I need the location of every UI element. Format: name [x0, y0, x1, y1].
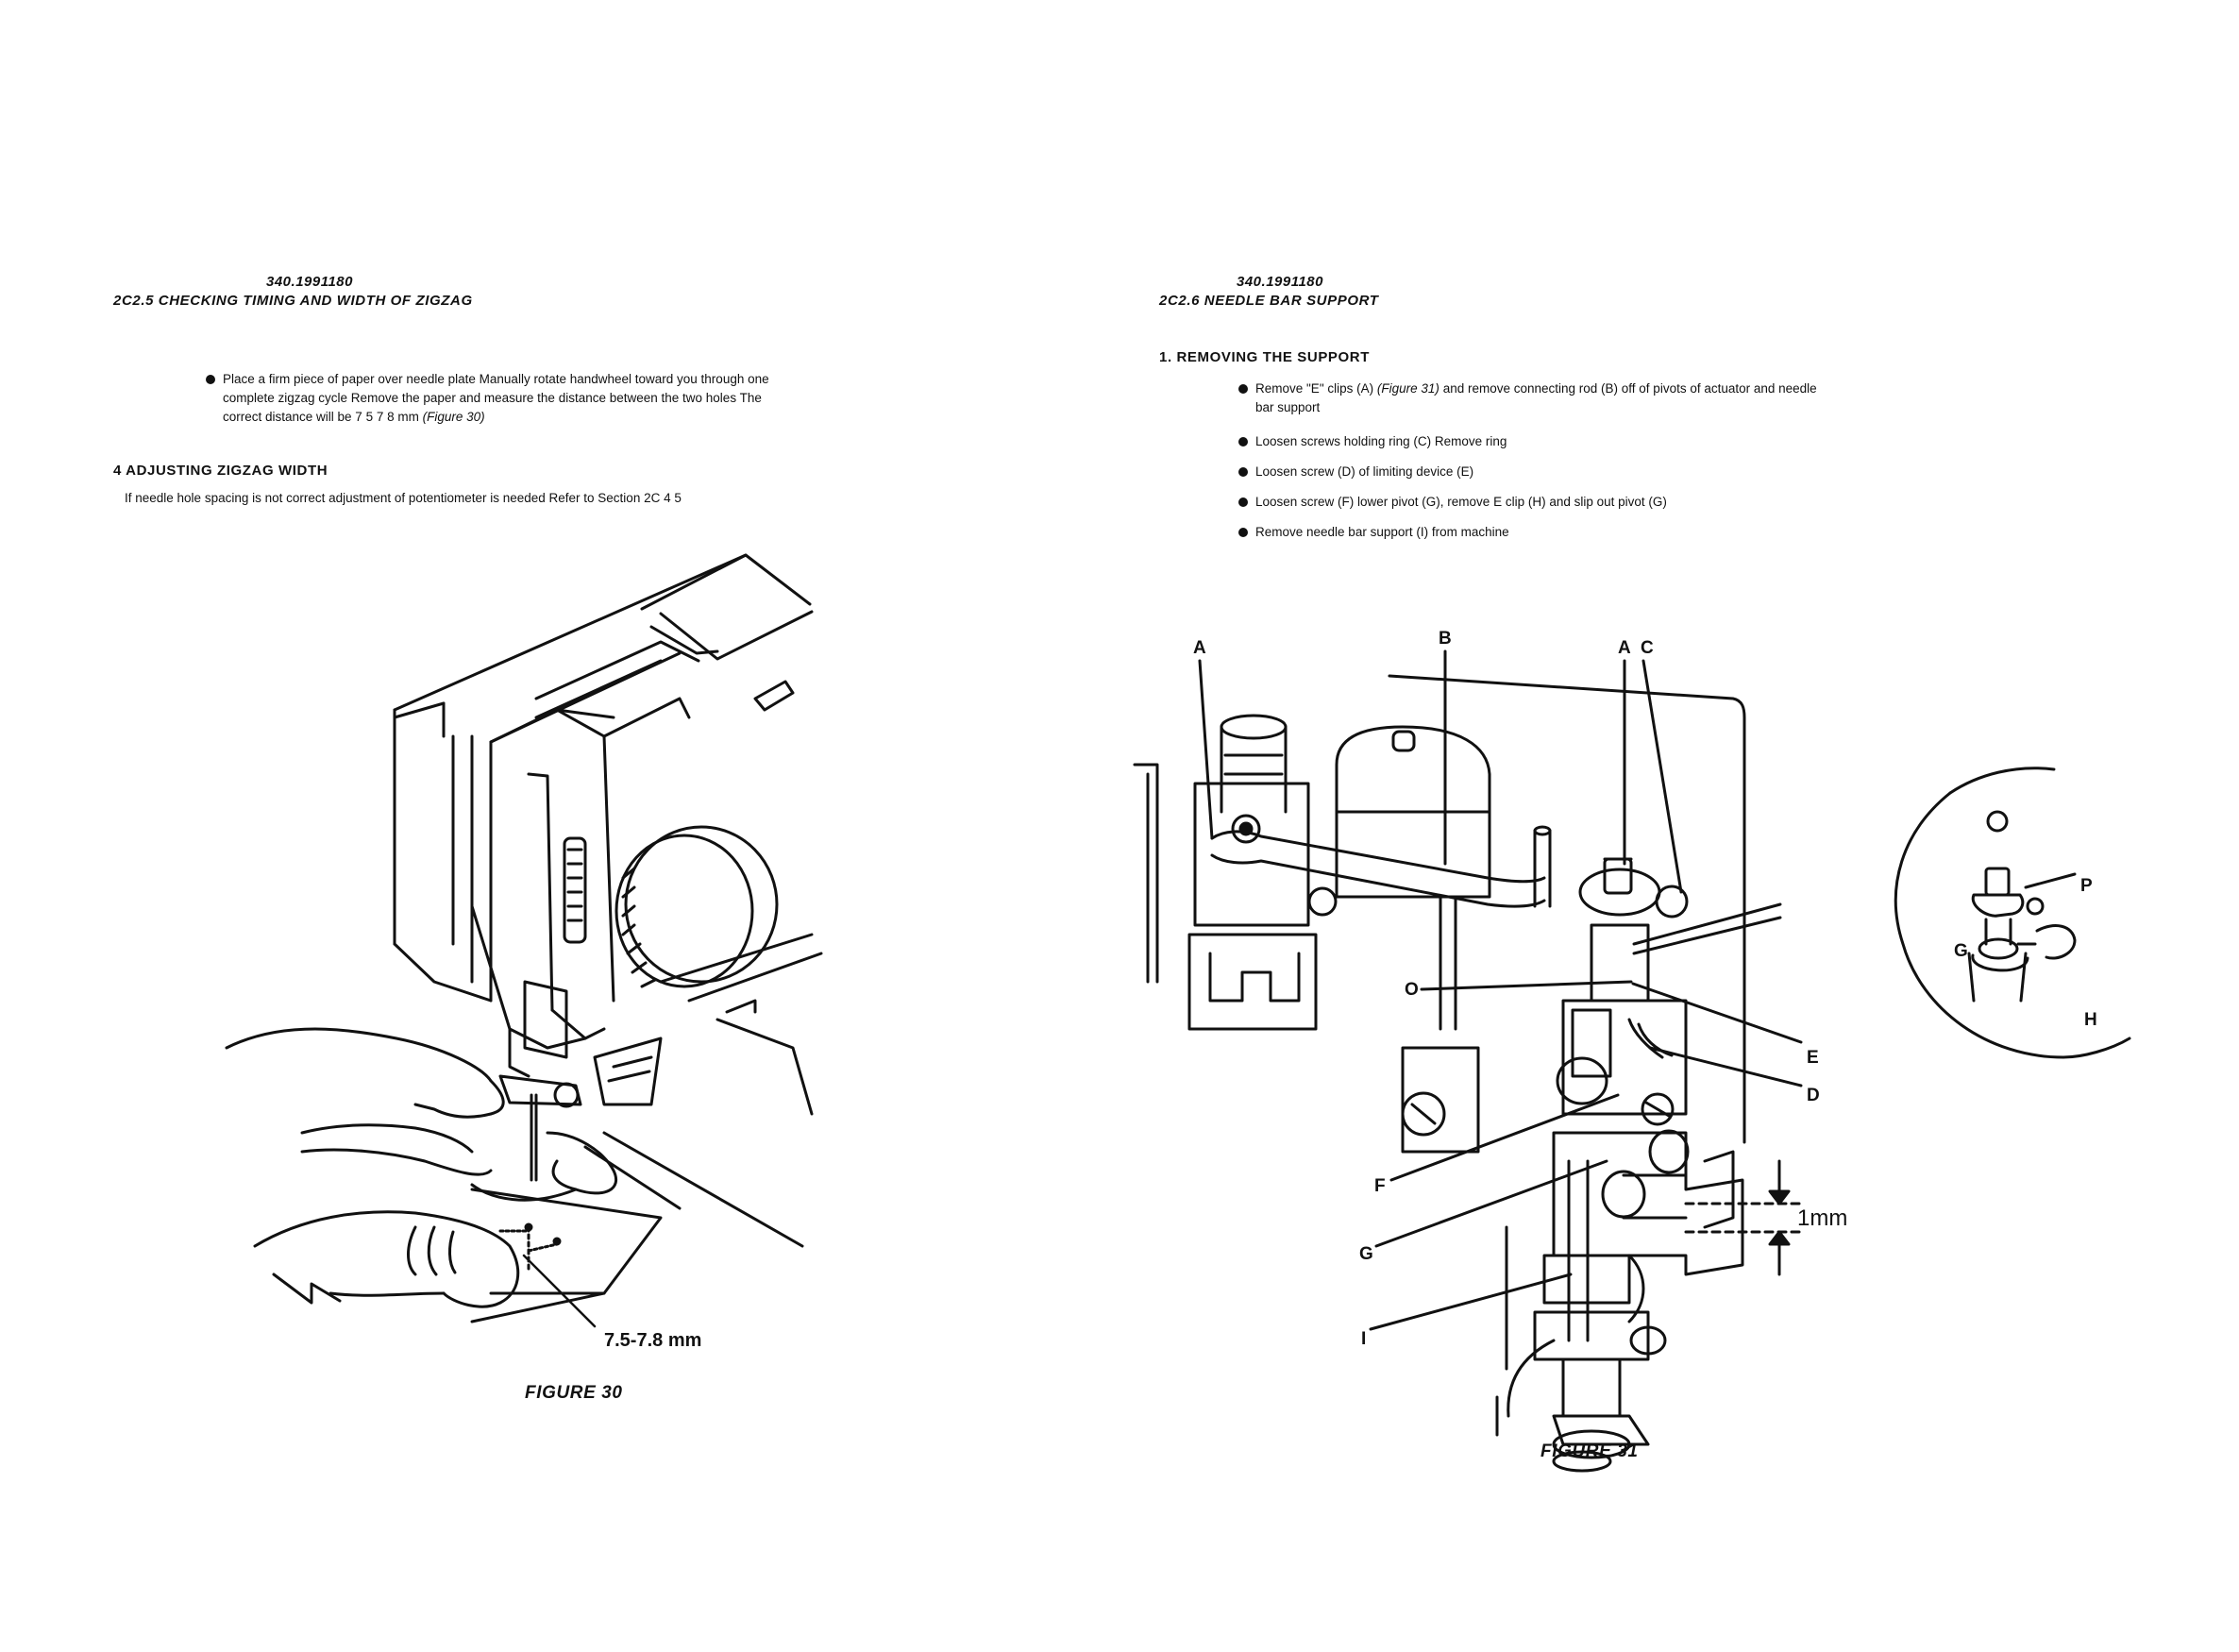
instruction-bullet-4: Loosen screw (F) lower pivot (G), remove… [1238, 493, 1667, 512]
figure-30-caption: FIGURE 30 [525, 1383, 623, 1403]
bullet-icon [1238, 384, 1248, 394]
label-g-inset: G [1954, 941, 1968, 961]
bullet-1-continued: bar support [1255, 400, 1321, 414]
figure-30-dimension-label: 7.5-7.8 mm [604, 1330, 701, 1351]
instruction-bullet: Place a firm piece of paper over needle … [206, 370, 904, 427]
label-a-right: A [1618, 638, 1631, 658]
bullet-icon [1238, 467, 1248, 477]
right-page: 340.1991180 2C2.6 NEEDLE BAR SUPPORT 1. … [1120, 0, 2239, 1652]
bullet-icon [1238, 497, 1248, 507]
step-heading: 1. REMOVING THE SUPPORT [1159, 349, 1370, 365]
label-c: C [1641, 638, 1654, 658]
left-page: 340.1991180 2C2.5 CHECKING TIMING AND WI… [113, 274, 904, 1403]
label-d: D [1807, 1086, 1820, 1105]
bullet-line-2: complete zigzag cycle Remove the paper a… [223, 391, 762, 405]
label-i: I [1361, 1329, 1366, 1349]
label-h: H [2084, 1010, 2097, 1030]
bullet-1-text: Remove "E" clips (A) [1255, 381, 1374, 396]
label-o: O [1405, 980, 1419, 1000]
step-text: If needle hole spacing is not correct ad… [125, 491, 682, 505]
figure-30-illustration: 7.5-7.8 mm [225, 553, 823, 1351]
label-b: B [1439, 629, 1452, 649]
figure-31-illustration: A B A C O E D F G I P G H 1mm [1133, 629, 2131, 1473]
label-e: E [1807, 1048, 1819, 1068]
dimension-1mm-label: 1mm [1797, 1205, 1847, 1231]
bullet-1-rest: and remove connecting rod (B) off of piv… [1442, 381, 1817, 396]
step-heading: 4 ADJUSTING ZIGZAG WIDTH [113, 463, 328, 479]
section-title: 2C2.5 CHECKING TIMING AND WIDTH OF ZIGZA… [113, 293, 473, 309]
bullet-icon [1238, 437, 1248, 447]
bullet-line-3: correct distance will be 7 5 7 8 mm [223, 410, 419, 424]
label-p: P [2080, 876, 2093, 896]
section-title: 2C2.6 NEEDLE BAR SUPPORT [1159, 293, 1379, 309]
document-number: 340.1991180 [266, 274, 353, 290]
figure-31-caption: FIGURE 31 [1540, 1441, 1639, 1461]
bullet-icon [206, 375, 215, 384]
instruction-bullet-1: Remove "E" clips (A) (Figure 31) and rem… [1238, 379, 1956, 417]
bullet-line-1: Place a firm piece of paper over needle … [223, 372, 769, 386]
figure-reference: (Figure 31) [1376, 381, 1439, 396]
instruction-bullet-3: Loosen screw (D) of limiting device (E) [1238, 463, 1473, 481]
bullet-4-text: Loosen screw (F) lower pivot (G), remove… [1255, 495, 1667, 509]
label-g-main: G [1359, 1244, 1373, 1264]
bullet-2-text: Loosen screws holding ring (C) Remove ri… [1255, 434, 1507, 448]
bullet-5-text: Remove needle bar support (I) from machi… [1255, 525, 1509, 539]
bullet-icon [1238, 528, 1248, 537]
bullet-3-text: Loosen screw (D) of limiting device (E) [1255, 464, 1474, 479]
label-f: F [1374, 1176, 1386, 1196]
instruction-bullet-2: Loosen screws holding ring (C) Remove ri… [1238, 432, 1507, 451]
instruction-bullet-5: Remove needle bar support (I) from machi… [1238, 523, 1509, 542]
label-a-left: A [1193, 638, 1206, 658]
figure-reference: (Figure 30) [422, 410, 485, 424]
document-number: 340.1991180 [1237, 274, 1323, 290]
